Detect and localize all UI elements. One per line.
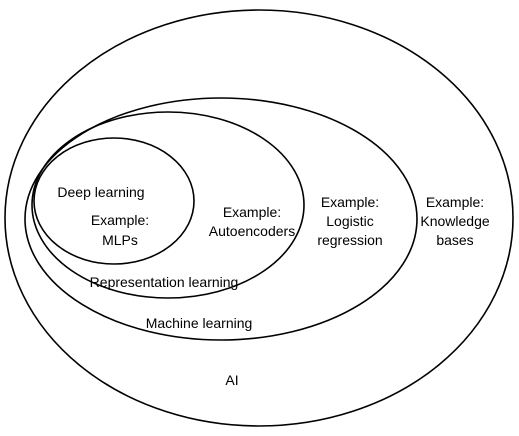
- machine-learning-label: Machine learning: [146, 315, 253, 331]
- machine-learning-example-heading: Example:: [321, 194, 379, 210]
- ai-label: AI: [225, 372, 238, 388]
- ai-example-value-line1: Knowledge: [420, 213, 489, 229]
- deep-learning-label: Deep learning: [57, 184, 144, 200]
- ai-ellipse: [4, 9, 514, 427]
- deep-learning-ellipse: [33, 137, 195, 265]
- representation-learning-example-value: Autoencoders: [209, 223, 295, 239]
- machine-learning-example-value-line2: regression: [317, 232, 382, 248]
- representation-learning-label: Representation learning: [90, 274, 239, 290]
- ai-example-value-line2: bases: [436, 232, 473, 248]
- representation-learning-ellipse: [31, 111, 305, 299]
- deep-learning-example-heading: Example:: [91, 212, 149, 228]
- ai-example-heading: Example:: [426, 194, 484, 210]
- representation-learning-example-heading: Example:: [223, 204, 281, 220]
- machine-learning-example-value-line1: Logistic: [326, 213, 373, 229]
- machine-learning-ellipse: [24, 97, 418, 341]
- deep-learning-example-value: MLPs: [102, 232, 138, 248]
